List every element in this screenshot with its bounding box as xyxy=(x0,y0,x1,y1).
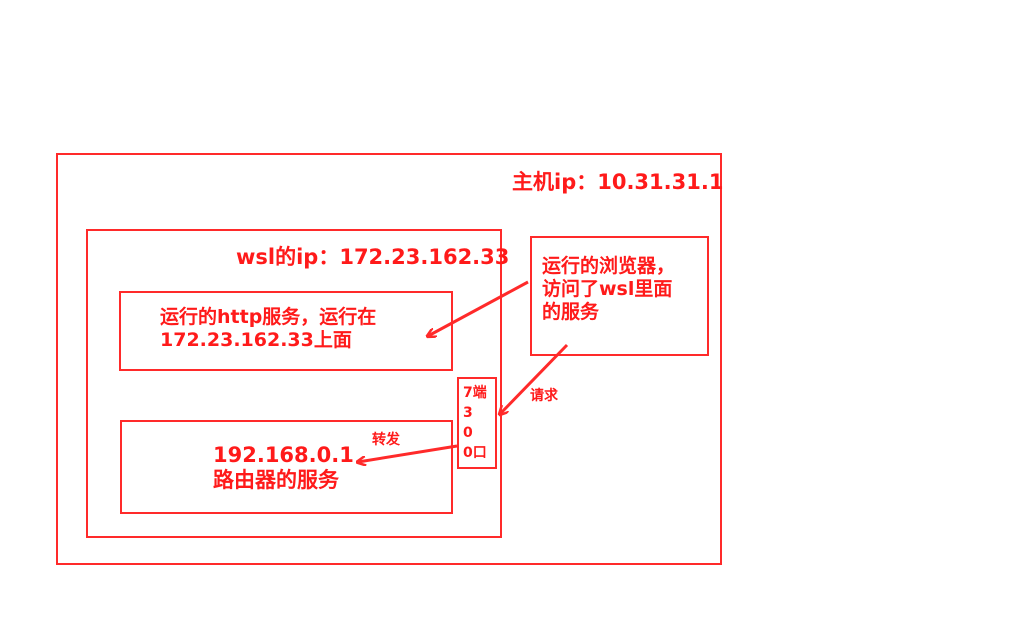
router-service-line-2: 路由器的服务 xyxy=(213,468,339,493)
http-service-label: 运行的http服务，运行在 172.23.162.33上面 xyxy=(160,306,376,352)
wsl-label: wsl的ip：172.23.162.33 xyxy=(236,245,510,269)
host-box xyxy=(56,153,722,565)
browser-line-2: 访问了wsl里面 xyxy=(542,277,673,300)
port-label: 7端 3 0 0口 xyxy=(463,383,487,463)
router-service-box xyxy=(120,420,453,514)
port-line-1: 7端 xyxy=(463,385,487,401)
port-line-2: 3 xyxy=(463,405,473,421)
request-edge-label: 请求 xyxy=(530,388,558,404)
browser-label: 运行的浏览器， 访问了wsl里面 的服务 xyxy=(542,255,675,323)
port-box xyxy=(457,377,497,469)
browser-line-3: 的服务 xyxy=(542,300,600,323)
browser-line-1: 运行的浏览器， xyxy=(542,255,676,277)
browser-box xyxy=(530,236,709,356)
router-service-line-1: 192.168.0.1 xyxy=(213,443,354,467)
router-service-label: 192.168.0.1 路由器的服务 xyxy=(213,443,354,493)
forward-edge-label: 转发 xyxy=(372,432,400,448)
host-label: 主机ip：10.31.31.1 xyxy=(512,170,724,194)
http-service-line-2: 172.23.162.33上面 xyxy=(160,328,352,351)
http-service-line-1: 运行的http服务，运行在 xyxy=(160,306,377,328)
port-line-3: 0 xyxy=(463,425,473,441)
port-line-4: 0口 xyxy=(463,445,487,461)
